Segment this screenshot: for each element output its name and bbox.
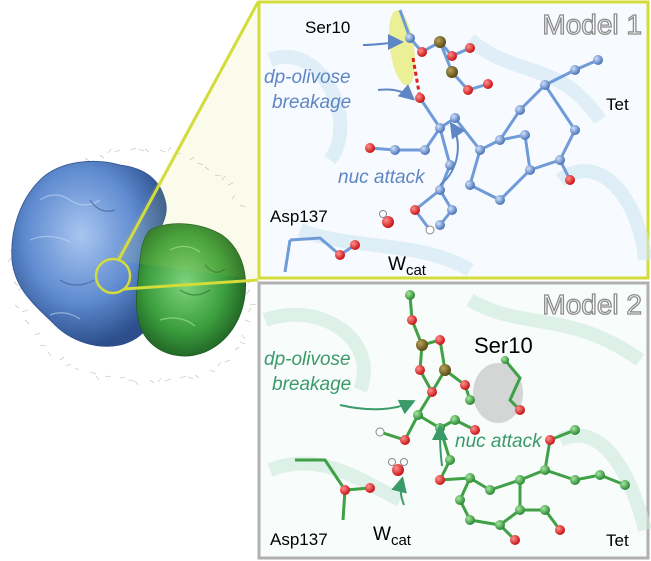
asp137-label-1: Asp137 <box>270 207 328 226</box>
cartoon-backbone-2 <box>262 293 651 532</box>
annotation-arrows-2 <box>339 399 449 506</box>
tet-label-1: Tet <box>606 95 629 114</box>
panel-model-2: Model 2 Ser10 dp-olivose breakage nuc at… <box>257 281 651 560</box>
ser10-label-2: Ser10 <box>474 333 533 358</box>
breakage-label-2b: breakage <box>272 374 351 395</box>
ligand-atoms-2 <box>340 290 630 545</box>
surface-texture <box>29 194 226 327</box>
breakage-label-1b: breakage <box>272 92 351 113</box>
model-2-title: Model 2 <box>542 289 642 320</box>
zoom-connectors <box>113 1 260 291</box>
nuc-attack-label-1: nuc attack <box>338 167 426 188</box>
wcat-label-2: Wcat <box>373 524 412 549</box>
annotation-arrows-1 <box>362 34 466 186</box>
ligand-atoms-1 <box>335 33 603 260</box>
ser10-highlight-2 <box>473 363 523 423</box>
green-subunit-surface <box>135 223 246 357</box>
model-1-title: Model 1 <box>542 9 642 40</box>
protein-overview <box>7 146 257 386</box>
tet-label-2: Tet <box>606 531 629 550</box>
nuc-attack-label-2: nuc attack <box>455 431 543 452</box>
ser10-label-1: Ser10 <box>305 18 350 37</box>
cartoon-backbone <box>267 34 651 277</box>
panel-model-1: Model 1 Ser10 dp-olivose breakage nuc at… <box>257 0 651 280</box>
breakage-label-2a: dp-olivose <box>264 349 351 370</box>
breakage-label-1a: dp-olivose <box>264 67 351 88</box>
wcat-label-1: Wcat <box>388 254 427 279</box>
active-site-highlight <box>94 257 132 295</box>
asp137-label-2: Asp137 <box>270 530 328 549</box>
